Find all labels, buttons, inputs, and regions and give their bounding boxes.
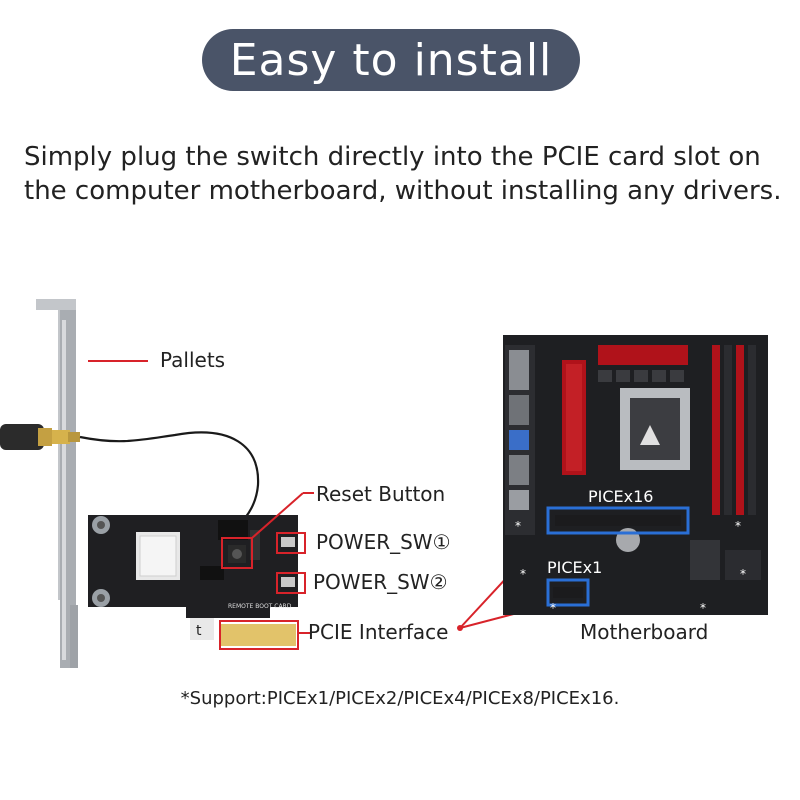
power-sw1-highlight [276, 532, 306, 554]
motherboard-label: Motherboard [580, 620, 709, 644]
power-sw2-label: POWER_SW② [313, 570, 448, 594]
power-sw2-highlight [276, 572, 306, 594]
svg-text:*: * [515, 519, 521, 533]
pallets-label: Pallets [160, 348, 226, 372]
support-note: *Support:PICEx1/PICEx2/PICEx4/PICEx8/PIC… [180, 688, 620, 709]
svg-text:*: * [700, 601, 706, 615]
mounting-bracket [36, 299, 78, 668]
svg-text:*: * [735, 519, 741, 533]
power-sw1-label: POWER_SW① [316, 530, 451, 554]
antenna [0, 424, 80, 450]
svg-text:*: * [520, 567, 526, 581]
reset-button-highlight [221, 537, 253, 569]
intro-text: Simply plug the switch directly into the… [24, 142, 782, 206]
card-silkscreen: REMOTE BOOT CARD [228, 603, 292, 610]
pcie-fingers-highlight [219, 620, 299, 650]
remote-boot-card: t REMOTE BOOT CARD [88, 515, 298, 646]
svg-text:t: t [196, 623, 202, 639]
page-title: Easy to install [229, 34, 553, 86]
reset-button-label: Reset Button [316, 482, 446, 506]
slot-x1-label: PICEx1 [547, 558, 603, 577]
svg-text:*: * [550, 601, 556, 615]
pcie-interface-label: PCIE Interface [308, 620, 449, 644]
slot-x16-label: PICEx16 [588, 487, 654, 506]
title-banner: Easy to install [202, 29, 580, 91]
svg-text:*: * [740, 567, 746, 581]
motherboard-image: * * * * * * [503, 335, 768, 615]
